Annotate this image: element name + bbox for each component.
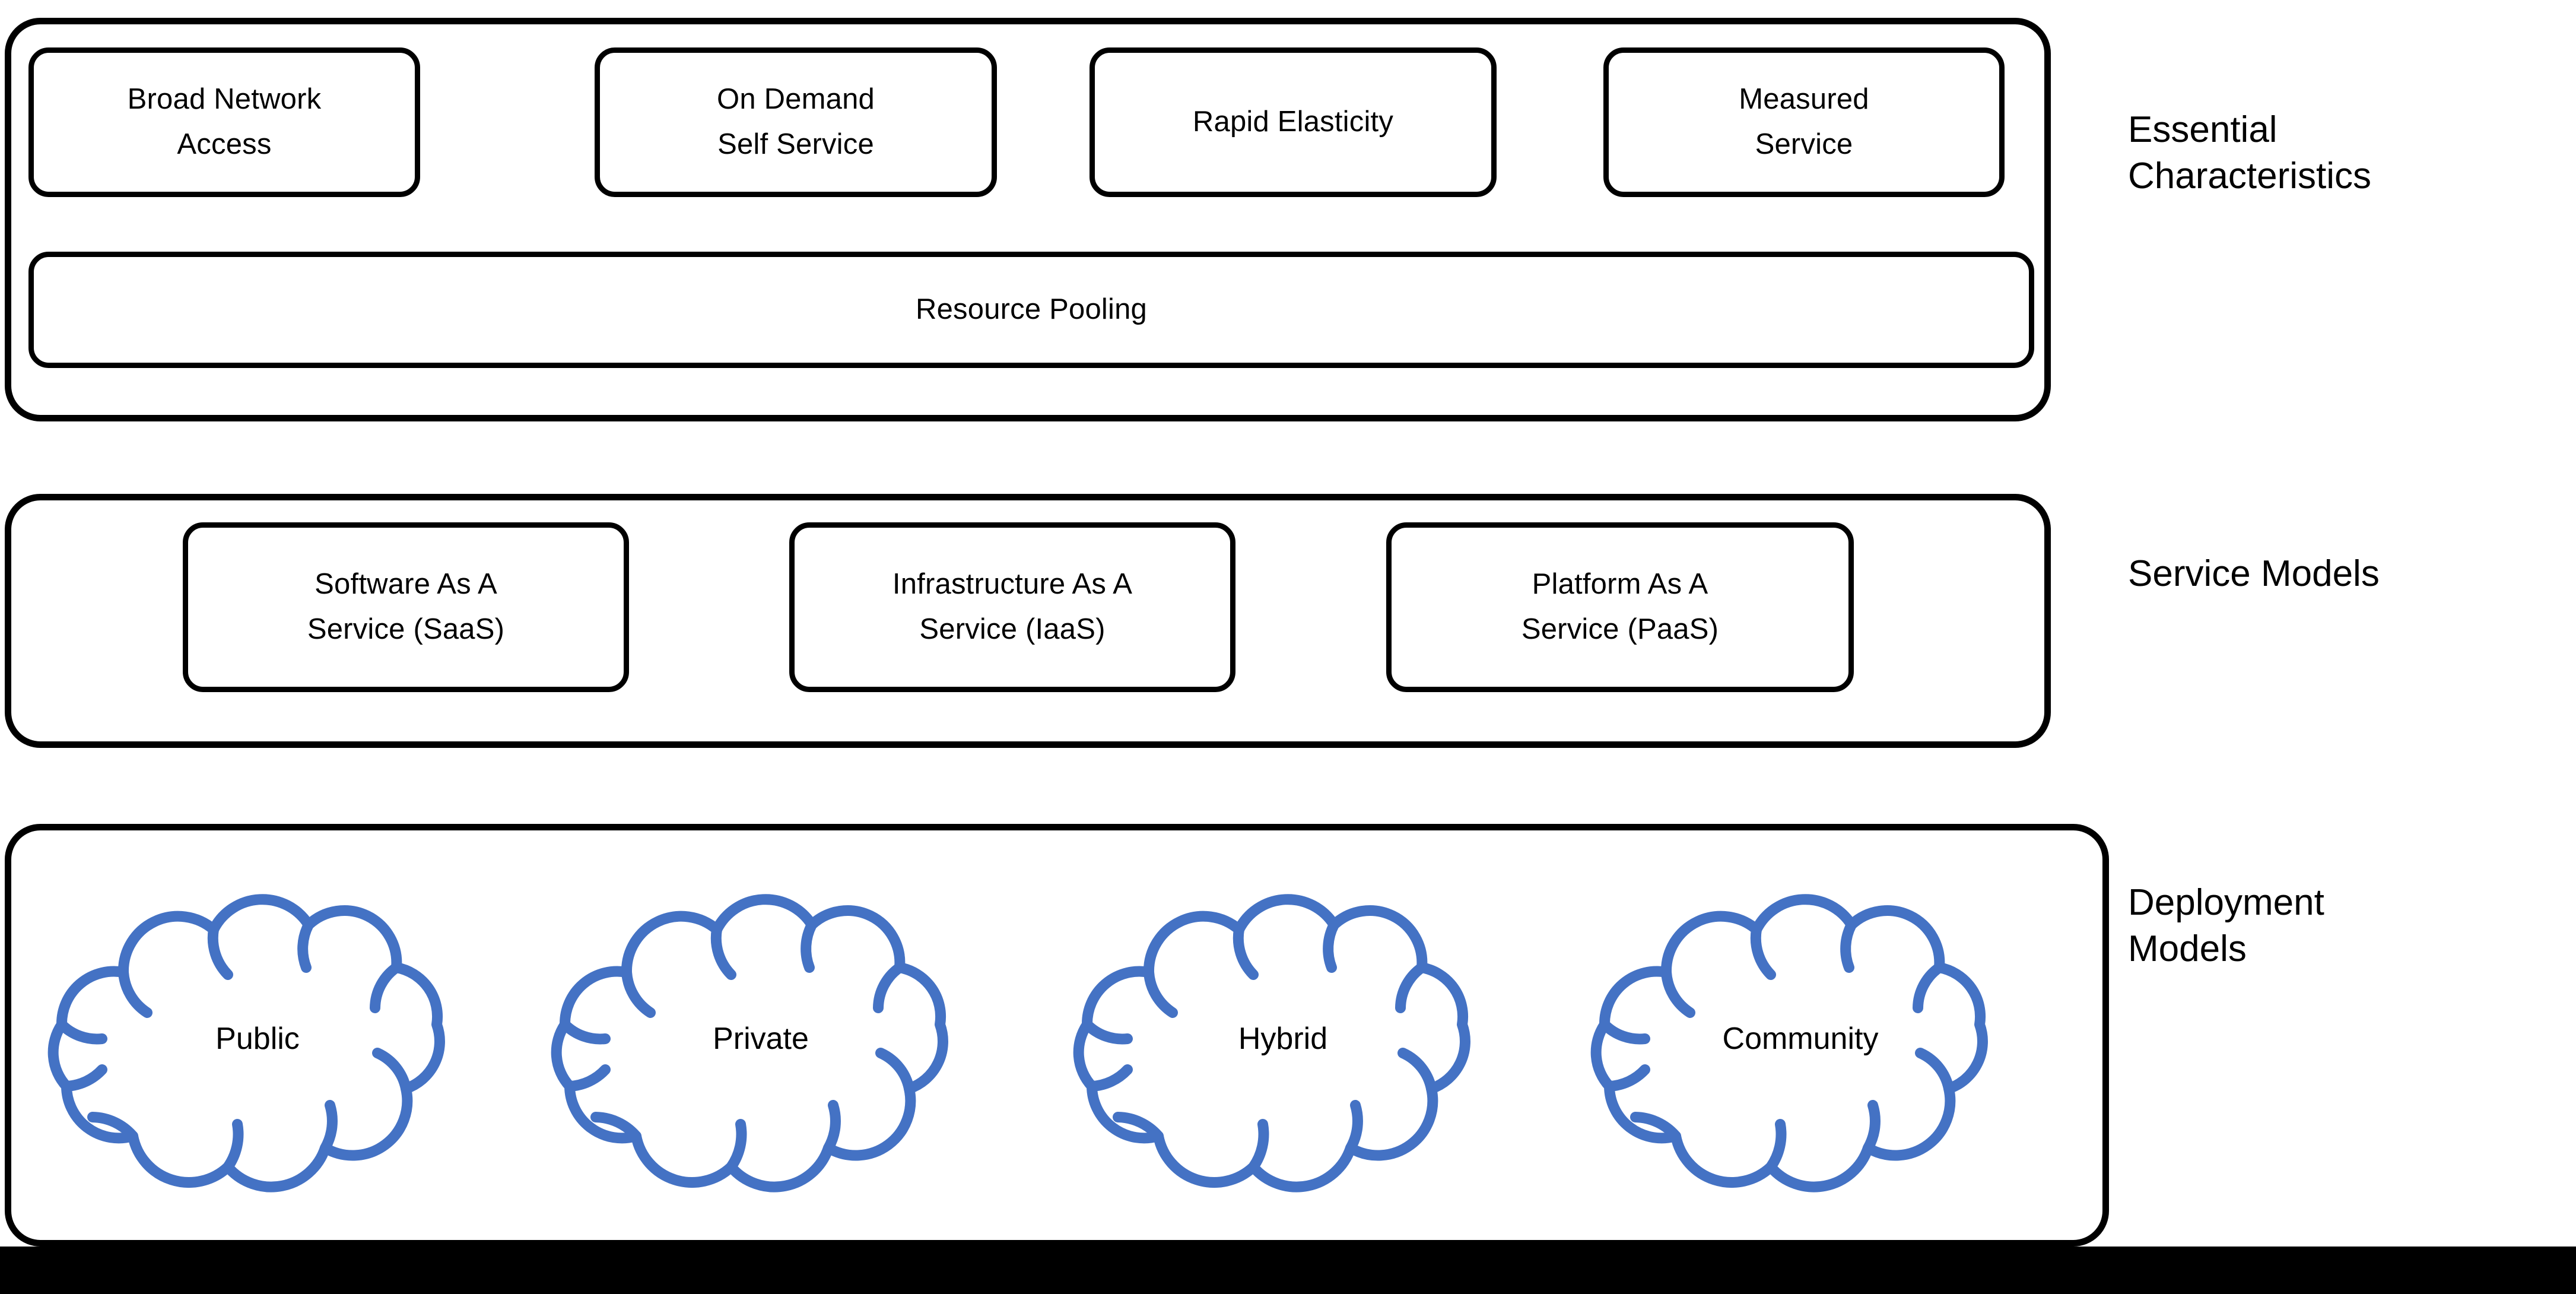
cloud-icon bbox=[1073, 894, 1470, 1192]
node-line: Self Service bbox=[717, 128, 874, 160]
node-line: Service bbox=[1755, 128, 1853, 160]
node-line: Infrastructure As A bbox=[892, 568, 1133, 601]
node-line: On Demand bbox=[717, 83, 875, 116]
node-line: Resource Pooling bbox=[916, 293, 1147, 326]
cloud-hybrid: Hybrid bbox=[1040, 873, 1526, 1205]
node-line: Access bbox=[177, 128, 272, 160]
cloud-icon bbox=[551, 894, 948, 1192]
node-line: Service (SaaS) bbox=[307, 613, 505, 645]
node-line: Service (PaaS) bbox=[1521, 613, 1719, 645]
node-line: Rapid Elasticity bbox=[1192, 106, 1394, 138]
caption-service-models: Service Models bbox=[2128, 553, 2380, 594]
cloud-private: Private bbox=[517, 873, 1004, 1205]
caption-essential-characteristics: Essential Characteristics bbox=[2128, 109, 2371, 196]
node-broad-network-access: Broad Network Access bbox=[28, 47, 420, 197]
cloud-icon bbox=[47, 894, 445, 1192]
cloud-icon bbox=[1590, 894, 1988, 1192]
node-software-as-a-service: Software As A Service (SaaS) bbox=[183, 522, 629, 692]
bottom-black-bar bbox=[0, 1247, 2576, 1294]
node-platform-as-a-service: Platform As A Service (PaaS) bbox=[1386, 522, 1854, 692]
node-line: Service (IaaS) bbox=[919, 613, 1106, 645]
node-measured-service: Measured Service bbox=[1603, 47, 2005, 197]
cloud-public: Public bbox=[14, 873, 501, 1205]
caption-deployment-models: Deployment Models bbox=[2128, 882, 2324, 969]
node-rapid-elasticity: Rapid Elasticity bbox=[1090, 47, 1497, 197]
node-on-demand-self-service: On Demand Self Service bbox=[595, 47, 997, 197]
node-line: Broad Network bbox=[127, 83, 322, 116]
node-infrastructure-as-a-service: Infrastructure As A Service (IaaS) bbox=[789, 522, 1235, 692]
node-line: Measured bbox=[1739, 83, 1869, 116]
node-resource-pooling: Resource Pooling bbox=[28, 252, 2034, 368]
node-line: Software As A bbox=[315, 568, 497, 601]
cloud-community: Community bbox=[1557, 873, 2044, 1205]
node-line: Platform As A bbox=[1532, 568, 1708, 601]
